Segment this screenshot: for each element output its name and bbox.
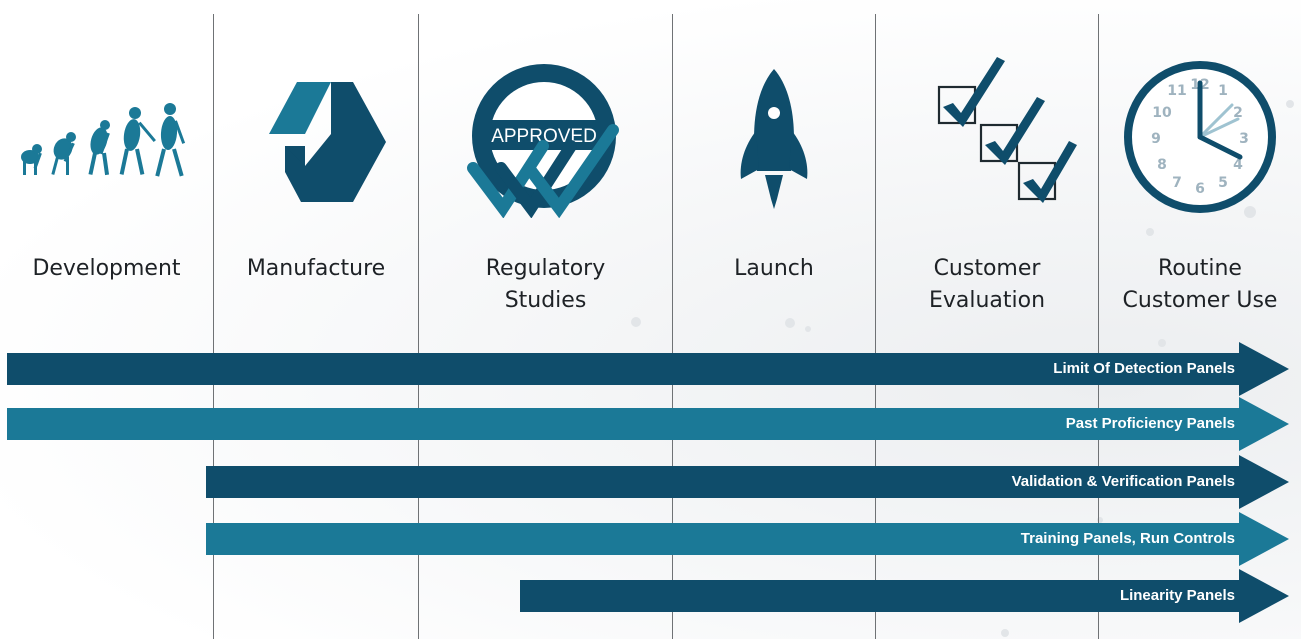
stage-divider bbox=[1098, 14, 1099, 639]
evolution-icon bbox=[20, 103, 185, 177]
stage-development: Development bbox=[0, 0, 213, 340]
clock-number: 4 bbox=[1233, 157, 1243, 173]
clock-number: 10 bbox=[1152, 105, 1172, 121]
panel-label: Validation & Verification Panels bbox=[1011, 473, 1235, 490]
checkboxes-icon bbox=[937, 56, 1077, 203]
clock-icon: 12 1 2 3 4 5 6 7 8 9 10 11 bbox=[1124, 61, 1276, 213]
panel-arrow-past-proficiency: Past Proficiency Panels bbox=[7, 397, 1289, 451]
stage-divider bbox=[875, 14, 876, 639]
stage-label: Routine Customer Use bbox=[1122, 256, 1278, 313]
panel-label: Limit Of Detection Panels bbox=[1053, 360, 1235, 377]
panel-label: Linearity Panels bbox=[1119, 587, 1235, 604]
stage-routine: 12 1 2 3 4 5 6 7 8 9 10 11 bbox=[1099, 0, 1301, 340]
rocket-icon bbox=[740, 69, 808, 209]
panel-arrow-linearity: Linearity Panels bbox=[520, 569, 1289, 623]
stage-label: Manufacture bbox=[246, 256, 386, 281]
stage-divider bbox=[213, 14, 214, 639]
clock-number: 11 bbox=[1167, 83, 1186, 99]
stage-launch: Launch bbox=[673, 0, 875, 340]
clock-number: 8 bbox=[1157, 157, 1167, 173]
stage-label: Regulatory Studies bbox=[485, 256, 606, 313]
panel-arrow-training-run-controls: Training Panels, Run Controls bbox=[206, 512, 1289, 566]
panel-arrow-limit-of-detection: Limit Of Detection Panels bbox=[7, 342, 1289, 396]
clock-number: 5 bbox=[1218, 175, 1228, 191]
clock-number: 1 bbox=[1218, 83, 1228, 99]
stage-label: Customer Evaluation bbox=[928, 256, 1046, 313]
stage-regulatory: APPROVED Regulatory Studies bbox=[419, 0, 672, 340]
panel-label: Training Panels, Run Controls bbox=[1020, 530, 1235, 547]
clock-number: 7 bbox=[1172, 175, 1182, 191]
clock-number: 2 bbox=[1233, 105, 1243, 121]
panel-label: Past Proficiency Panels bbox=[1065, 415, 1235, 432]
clock-number: 9 bbox=[1151, 131, 1161, 147]
stage-label: Launch bbox=[734, 256, 814, 281]
stage-divider bbox=[672, 14, 673, 639]
clock-number: 3 bbox=[1239, 131, 1249, 147]
manufacture-hexagon-icon bbox=[269, 82, 386, 202]
stage-manufacture: Manufacture bbox=[214, 0, 418, 340]
stage-divider bbox=[418, 14, 419, 639]
stage-label: Development bbox=[32, 256, 181, 281]
approved-stamp-icon: APPROVED bbox=[466, 64, 619, 218]
panel-arrow-validation-verification: Validation & Verification Panels bbox=[206, 455, 1289, 509]
stage-evaluation: Customer Evaluation bbox=[876, 0, 1098, 340]
clock-number: 6 bbox=[1195, 181, 1205, 197]
